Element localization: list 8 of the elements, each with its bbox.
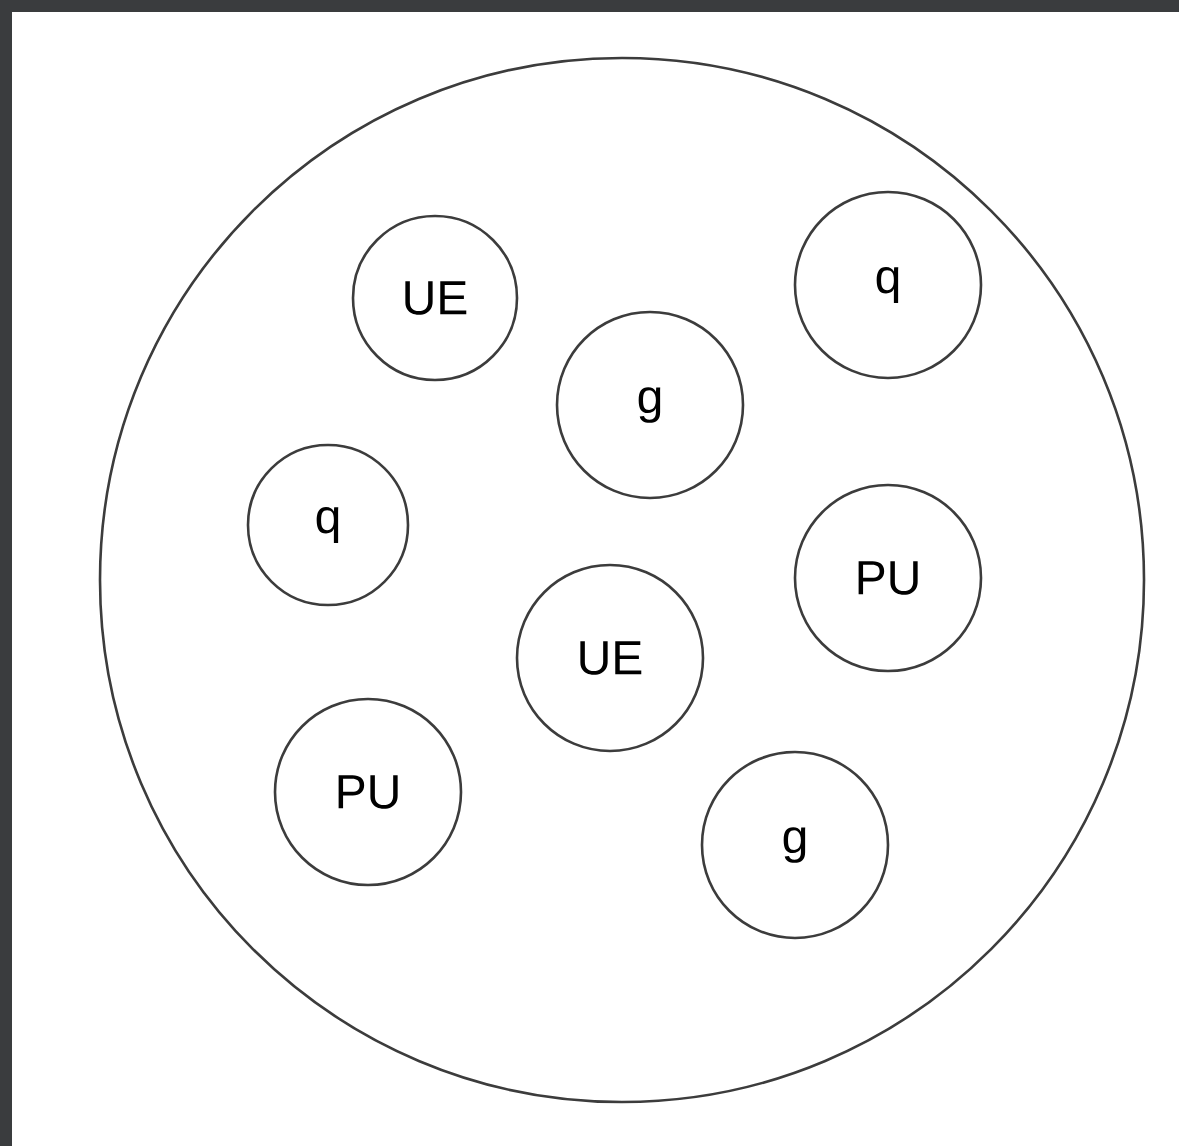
circle-node: g xyxy=(700,750,890,940)
circle-node: UE xyxy=(351,214,519,382)
circle-node: UE xyxy=(515,563,705,753)
circle-node: g xyxy=(555,310,745,500)
circle-node: q xyxy=(246,443,410,607)
circle-node: q xyxy=(793,190,983,380)
circle-node: PU xyxy=(273,697,463,887)
circle-node: PU xyxy=(793,483,983,673)
